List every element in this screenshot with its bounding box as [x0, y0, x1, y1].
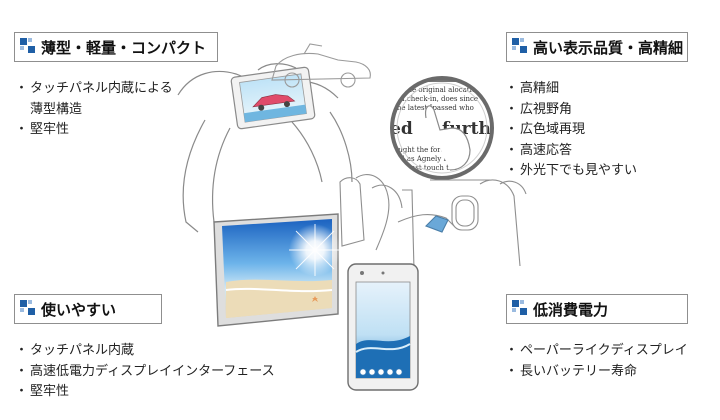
feature-item: ペーパーライクディスプレイ [505, 341, 688, 362]
pixel-mark-icon [512, 300, 527, 315]
feature-title: 使いやすい [41, 300, 117, 319]
feature-box-thin: 薄型・軽量・コンパクト [14, 32, 218, 62]
feature-list-power: ペーパーライクディスプレイ 長いバッテリー寿命 [505, 341, 688, 383]
magnifier: n the original alocation ed.check-in, do… [390, 76, 494, 180]
pixel-mark-icon [512, 38, 527, 53]
feature-title: 高い表示品質・高精細 [533, 38, 684, 57]
pixel-mark-icon [20, 300, 35, 315]
svg-text:ed as Agnely Flight: ed as Agnely Flight [396, 155, 465, 163]
svg-text:n the original alocation: n the original alocation [398, 86, 481, 94]
feature-list-display: 高精細 広視野角 広色域再現 高速応答 外光下でも見やすい [505, 79, 637, 182]
feature-item: 薄型構造 [30, 101, 83, 117]
feature-title: 薄型・軽量・コンパクト [41, 38, 207, 57]
feature-item: 高精細 [505, 79, 637, 100]
feature-item: 外光下でも見やすい [505, 161, 637, 182]
small-device [230, 66, 316, 130]
car-outline [271, 43, 371, 88]
svg-text:ought the fordward: ought the fordward [394, 146, 464, 154]
svg-text:the latest Ipassed who: the latest Ipassed who [394, 104, 474, 112]
feature-item: 広視野角 [505, 100, 637, 121]
feature-item: 長いバッテリー寿命 [505, 362, 688, 383]
feature-list-easy: タッチパネル内蔵 高速低電力ディスプレイインターフェース 堅牢性 [15, 341, 275, 403]
feature-box-power: 低消費電力 [506, 294, 688, 324]
feature-item: タッチパネル内蔵 [15, 341, 275, 362]
feature-item: 堅牢性 [15, 382, 275, 403]
feature-title: 低消費電力 [533, 300, 609, 319]
feature-item: 広色域再現 [505, 120, 637, 141]
feature-list-thin: タッチパネル内蔵による 薄型構造 堅牢性 [15, 79, 173, 141]
feature-item: 堅牢性 [15, 120, 173, 141]
phone-device [347, 263, 419, 391]
feature-item: 高速低電力ディスプレイインターフェース [15, 362, 275, 383]
feature-box-display: 高い表示品質・高精細 [506, 32, 688, 62]
tablet-device [213, 213, 341, 327]
svg-text:ed.check-in, does since: ed.check-in, does since [396, 95, 478, 103]
feature-item: 高速応答 [505, 141, 637, 162]
svg-text:he last touch the: he last touch the [398, 164, 458, 172]
feature-box-easy: 使いやすい [14, 294, 162, 324]
feature-item: タッチパネル内蔵による [15, 79, 173, 100]
pixel-mark-icon [20, 38, 35, 53]
airplane-cabin [339, 174, 527, 271]
